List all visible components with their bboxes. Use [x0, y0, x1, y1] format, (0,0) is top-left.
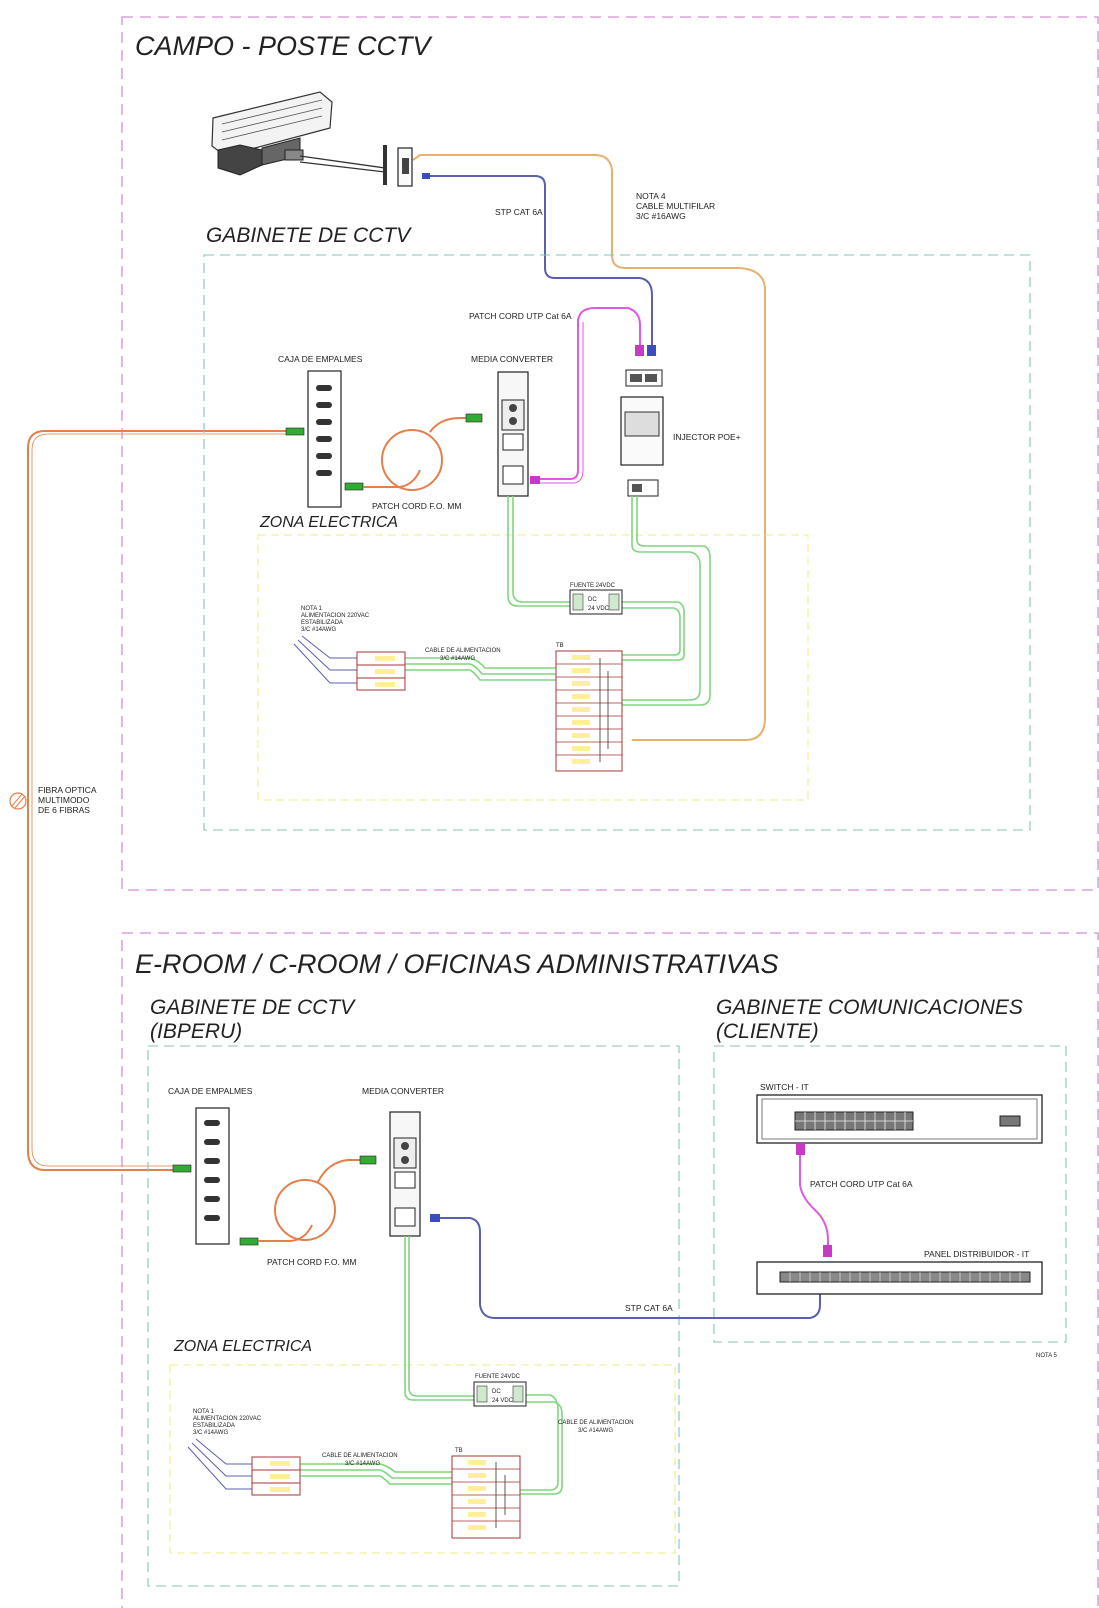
- campo-cable-alim-line-1: CABLE DE ALIMENTACION: [425, 648, 501, 654]
- com-gabinete-title-line-2: (CLIENTE): [716, 1020, 819, 1043]
- eroom-caja-empalmes-icon: [172, 1107, 259, 1246]
- injector-utp-port-icon: [635, 345, 644, 356]
- utp-connector-icon: [530, 476, 540, 484]
- fibra-optica-line-1: FIBRA OPTICA: [38, 785, 97, 795]
- utp-patch-campo: [536, 307, 641, 480]
- eroom-cable-alim-line-2: 3/C #14AWG: [345, 1461, 380, 1467]
- eroom-fuente-label: FUENTE 24VDC: [475, 1374, 521, 1380]
- campo-caja-label: CAJA DE EMPALMES: [278, 354, 363, 364]
- eroom-breaker-terminal-icon: [251, 1456, 301, 1496]
- eroom-caja-label: CAJA DE EMPALMES: [168, 1086, 253, 1096]
- campo-breaker-terminal-icon: [356, 651, 406, 691]
- eroom-gabinete-border: [147, 1045, 680, 1587]
- com-gabinete-border: [713, 1045, 1067, 1343]
- fibra-optica-line-3: DE 6 FIBRAS: [38, 805, 90, 815]
- fibra-optica-line-2: MULTIMODO: [38, 795, 90, 805]
- nota5-label: NOTA 5: [1036, 1353, 1058, 1359]
- switch-label: SWITCH - IT: [760, 1082, 809, 1092]
- eroom-cable-alim2-line-1: CABLE DE ALIMENTACION: [558, 1420, 634, 1426]
- campo-patch-fo-label: PATCH CORD F.O. MM: [372, 501, 461, 511]
- campo-zona-border: [257, 534, 809, 801]
- svg-text:24 VDC: 24 VDC: [588, 606, 610, 612]
- switch-utp-connector-icon: [796, 1143, 805, 1155]
- svg-text:24 VDC: 24 VDC: [492, 1398, 514, 1404]
- campo-caja-empalmes-icon: [285, 370, 364, 508]
- campo-terminal-block-icon: [555, 650, 623, 772]
- eroom-fuente-24vdc-icon: DC 24 VDC: [473, 1381, 527, 1407]
- campo-tb-label: TB: [556, 643, 564, 649]
- campo-media-label: MEDIA CONVERTER: [471, 354, 553, 364]
- campo-patch-utp-label: PATCH CORD UTP Cat 6A: [469, 311, 572, 321]
- eroom-tb-label: TB: [455, 1448, 463, 1454]
- eroom-zona-title: ZONA ELECTRICA: [173, 1338, 312, 1355]
- campo-zona-title: ZONA ELECTRICA: [259, 514, 398, 531]
- eroom-nota1-line-4: 3/C #14AWG: [193, 1430, 228, 1436]
- utp-patch-eroom: [799, 1150, 829, 1250]
- fiber-break-icon: [9, 792, 27, 810]
- campo-nota1-line-2: ALIMENTACION 220VAC: [301, 613, 370, 619]
- campo-media-converter-icon: [497, 371, 529, 497]
- eroom-cable-alim-line-1: CABLE DE ALIMENTACION: [322, 1453, 398, 1459]
- eroom-fiber-patch-coil: [258, 1155, 377, 1242]
- multifilar-cable: [412, 154, 766, 741]
- injector-label: INJECTOR POE+: [673, 432, 741, 442]
- cctv-camera-icon: [211, 91, 387, 185]
- nota4-line-1: NOTA 4: [636, 191, 666, 201]
- poe-injector-icon: [620, 369, 664, 497]
- eroom-stp-connector-icon: [430, 1214, 440, 1222]
- eroom-patch-fo-label: PATCH CORD F.O. MM: [267, 1257, 356, 1267]
- eroom-media-label: MEDIA CONVERTER: [362, 1086, 444, 1096]
- eroom-section-border: [121, 932, 1099, 1608]
- campo-fuente-24vdc-icon: DC 24 VDC: [569, 589, 623, 615]
- campo-gabinete-border: [203, 254, 1031, 831]
- campo-nota1-line-3: ESTABILIZADA: [301, 620, 343, 626]
- eroom-nota1-line-2: ALIMENTACION 220VAC: [193, 1416, 262, 1422]
- campo-stp-label: STP CAT 6A: [495, 207, 543, 217]
- stp-cable-campo: [425, 175, 653, 350]
- eroom-media-converter-icon: [389, 1111, 421, 1237]
- stp-connector-icon: [422, 173, 430, 179]
- switch-it-icon: [756, 1094, 1043, 1144]
- eroom-gabinete-title-line-1: GABINETE DE CCTV: [150, 996, 356, 1019]
- svg-text:DC: DC: [492, 1389, 501, 1395]
- panel-utp-connector-icon: [823, 1245, 832, 1257]
- injector-stp-port-icon: [647, 345, 656, 356]
- eroom-gabinete-title-line-2: (IBPERU): [150, 1020, 242, 1043]
- svg-text:DC: DC: [588, 597, 597, 603]
- eroom-nota1-line-1: NOTA 1: [193, 1409, 215, 1415]
- stp-cable-eroom: [436, 1217, 821, 1319]
- pole-junction-box-icon: [397, 147, 413, 187]
- eroom-zona-border: [169, 1364, 676, 1554]
- nota4-line-3: 3/C #16AWG: [636, 211, 686, 221]
- campo-fiber-patch-coil: [363, 413, 483, 491]
- campo-section-title: CAMPO - POSTE CCTV: [135, 31, 434, 61]
- eroom-stp-label: STP CAT 6A: [625, 1303, 673, 1313]
- campo-feed-wires: [293, 635, 358, 684]
- eroom-section-title: E-ROOM / C-ROOM / OFICINAS ADMINISTRATIV…: [135, 949, 779, 979]
- campo-cable-alim-line-2: 3/C #14AWG: [440, 656, 475, 662]
- eroom-nota1-line-3: ESTABILIZADA: [193, 1423, 235, 1429]
- eroom-power-wiring: [300, 1236, 563, 1495]
- panel-label: PANEL DISTRIBUIDOR - IT: [924, 1249, 1029, 1259]
- eroom-cable-alim2-line-2: 3/C #14AWG: [578, 1428, 613, 1434]
- campo-fuente-label: FUENTE 24VDC: [570, 583, 616, 589]
- eroom-terminal-block-icon: [451, 1455, 521, 1539]
- com-gabinete-title-line-1: GABINETE COMUNICACIONES: [716, 996, 1023, 1019]
- eroom-patch-utp-label: PATCH CORD UTP Cat 6A: [810, 1179, 913, 1189]
- panel-distribuidor-icon: [756, 1261, 1043, 1295]
- campo-gabinete-title: GABINETE DE CCTV: [206, 224, 412, 247]
- fibra-optica-trunk: [27, 430, 287, 1171]
- nota4-line-2: CABLE MULTIFILAR: [636, 201, 715, 211]
- eroom-feed-wires: [187, 1438, 252, 1490]
- campo-nota1-line-1: NOTA 1: [301, 606, 323, 612]
- campo-section-border: [121, 16, 1099, 891]
- campo-nota1-line-4: 3/C #14AWG: [301, 627, 336, 633]
- campo-power-wiring: [405, 496, 711, 706]
